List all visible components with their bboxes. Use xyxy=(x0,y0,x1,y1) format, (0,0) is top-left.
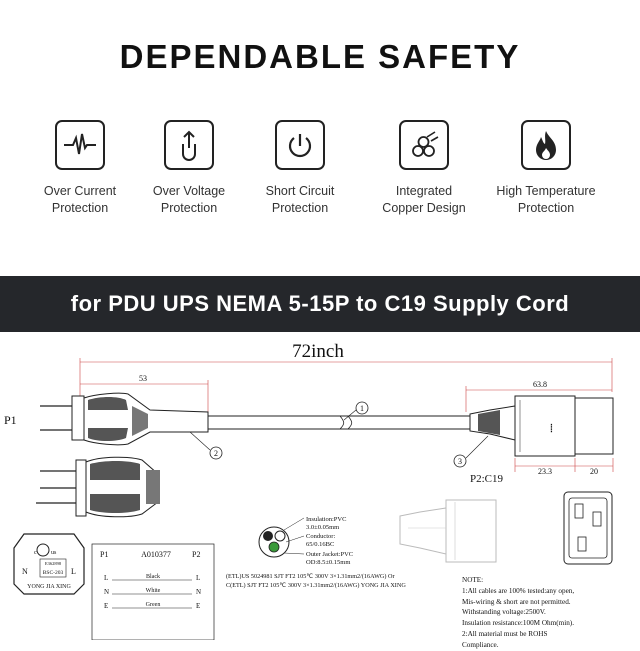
svg-text:▪▪▪▪▪: ▪▪▪▪▪ xyxy=(550,423,555,432)
note-line: Withstanding voltage:2500V. xyxy=(462,608,546,617)
wiring-left-e: E xyxy=(104,602,108,610)
feature-label: Over Current xyxy=(43,184,117,198)
note-line: Mis-wiring & short are not permitted. xyxy=(462,597,571,606)
stamp-left: N xyxy=(22,567,28,576)
nema-plug-top xyxy=(36,456,160,518)
wiring-color-green: Green xyxy=(146,602,161,608)
note-line: 1:All cables are 100% tested:any open, xyxy=(462,586,575,595)
dim-c2: 20 xyxy=(590,467,598,476)
wiring-right-n: N xyxy=(196,588,201,596)
stamp-top: E362898 xyxy=(45,561,62,566)
length-label: 72inch xyxy=(292,341,344,362)
insulation-label: Insulation:PVC xyxy=(306,516,346,523)
feature-label: Protection xyxy=(160,201,218,215)
wiring-color-black: Black xyxy=(146,574,160,580)
wiring-color-white: White xyxy=(146,588,161,594)
conductor-spec: 65/0.16BC xyxy=(306,541,334,548)
conductor-label: Conductor: xyxy=(306,533,335,540)
power-button-icon xyxy=(275,120,325,170)
certification-stamp: c us E362898 BSC-203 N L YONG JIA XING xyxy=(13,533,85,595)
dim-plug: 53 xyxy=(139,374,147,383)
insulation-dim: 3.0±0.05mm xyxy=(306,524,339,531)
product-banner: for PDU UPS NEMA 5-15P to C19 Supply Cor… xyxy=(0,276,640,332)
page-title: DEPENDABLE SAFETY xyxy=(119,38,521,75)
c19-connector-bottom xyxy=(399,491,613,565)
wiring-p1: P1 xyxy=(100,550,108,559)
wiring-right-l: L xyxy=(196,574,200,582)
stamp-code: BSC-203 xyxy=(43,570,64,576)
note-line: Insulation resistance:100M Ohm(min). xyxy=(462,619,574,628)
nema-plug-side xyxy=(40,392,209,446)
flame-icon xyxy=(521,120,571,170)
pulse-wave-icon xyxy=(55,120,105,170)
wiring-part: A010377 xyxy=(141,550,171,559)
note-line: 2:All material must be ROHS xyxy=(462,629,548,638)
jacket-dim: OD:8.5±0.15mm xyxy=(306,559,350,566)
feature-label: High Temperature xyxy=(496,184,596,198)
stamp-brand: YONG JIA XING xyxy=(27,584,71,590)
callout-2: 2 xyxy=(214,449,218,458)
plug-arrow-icon xyxy=(164,120,214,170)
notes-block: NOTE: 1:All cables are 100% tested:any o… xyxy=(462,575,640,651)
feature-label: Over Voltage xyxy=(152,184,226,198)
feature-label: Copper Design xyxy=(382,201,466,215)
callout-3: 3 xyxy=(458,457,462,466)
feature-label: Short Circuit xyxy=(265,184,335,198)
c19-connector-side: ▪▪▪▪▪ xyxy=(469,395,614,457)
wiring-p2: P2 xyxy=(192,550,200,559)
note-line: NOTE: xyxy=(462,576,484,584)
wiring-right-e: E xyxy=(196,602,200,610)
copper-wires-icon xyxy=(399,120,449,170)
cable-cross-section xyxy=(258,517,305,558)
stamp-right: L xyxy=(71,567,76,576)
cert-line-1: (ETL)US 5024981 SJT FT2 105℃ 300V 3×1.31… xyxy=(226,573,395,580)
callout-1: 1 xyxy=(360,404,364,413)
stamp-us: us xyxy=(51,550,57,556)
dim-conn: 63.8 xyxy=(533,380,547,389)
feature-label: Integrated xyxy=(395,184,453,198)
feature-label: Protection xyxy=(271,201,329,215)
cert-line-2: C(ETL) SJT FT2 105℃ 300V 3×1.31mm2/(16AW… xyxy=(226,582,406,589)
p1-label: P1 xyxy=(4,413,17,427)
wiring-left-n: N xyxy=(104,588,109,596)
stamp-c: c xyxy=(34,550,37,556)
technical-drawing: 72inch 53 P1 1 2 ▪▪▪▪▪ 63.8 23. xyxy=(4,341,614,640)
feature-label: Protection xyxy=(51,201,109,215)
wiring-table: P1 A010377 P2 L Black L N White N E Gree… xyxy=(91,543,215,640)
wiring-left-l: L xyxy=(104,574,108,582)
jacket-label: Outer Jacket:PVC xyxy=(306,551,353,558)
note-line: Compliance. xyxy=(462,640,499,649)
feature-label: Protection xyxy=(517,201,575,215)
p2-label: P2:C19 xyxy=(470,473,504,485)
dim-c1: 23.3 xyxy=(538,467,552,476)
